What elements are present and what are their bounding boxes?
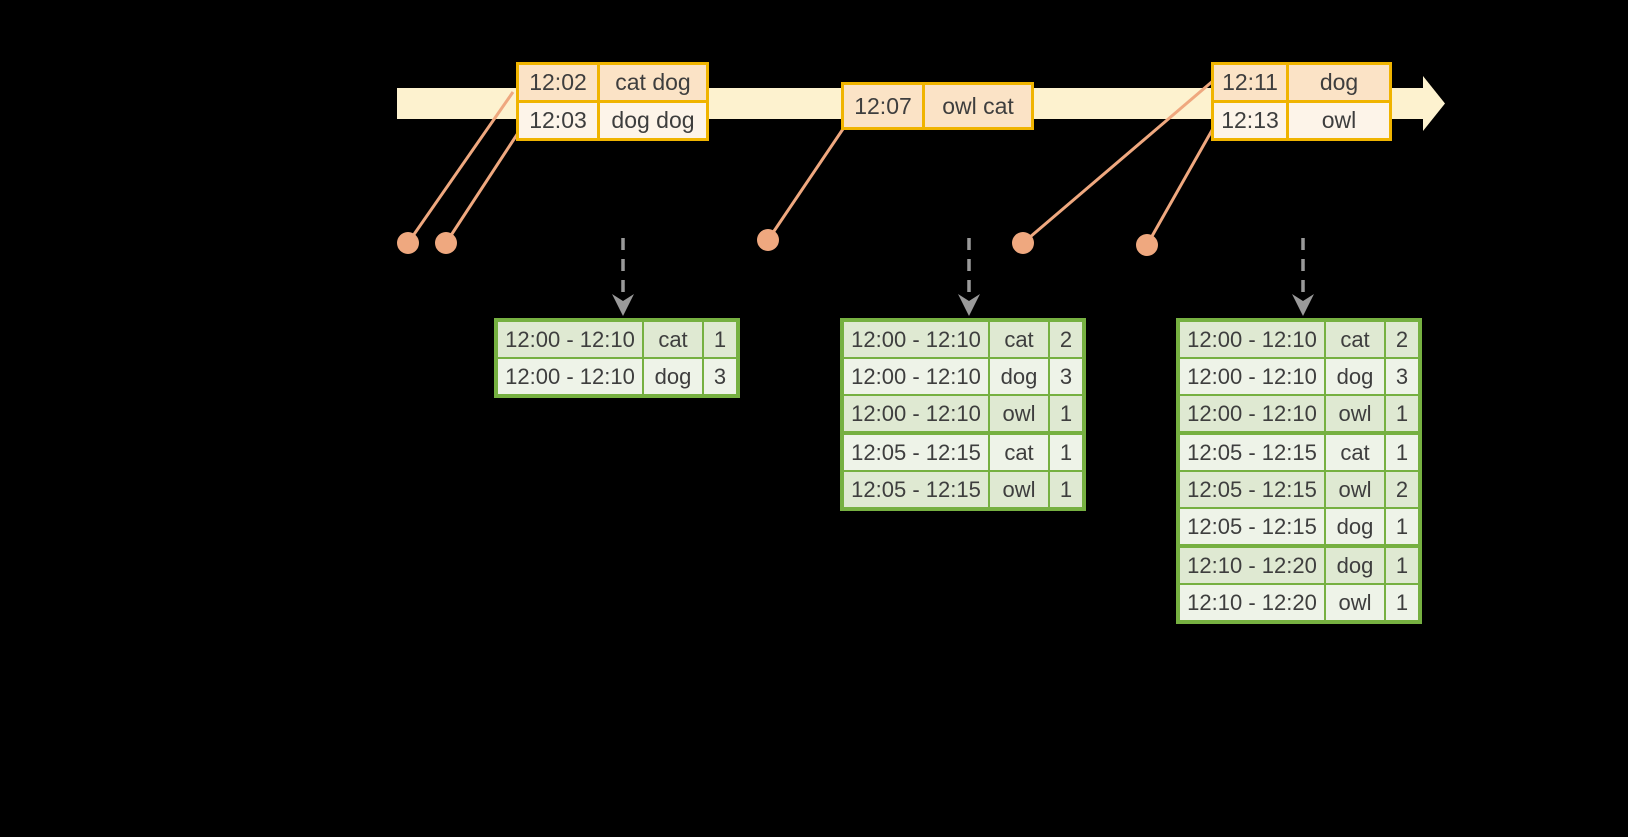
result-window-cell: 12:05 - 12:15: [844, 435, 990, 470]
result-count-cell: 1: [1395, 401, 1409, 426]
timeline-arrow-icon: [1423, 76, 1445, 131]
result-word-cell: dog: [1326, 359, 1386, 394]
result-count-cell: 2: [1395, 477, 1409, 502]
trigger-arrow-1-icon: [612, 238, 634, 316]
result-count-cell: 2: [1395, 327, 1409, 352]
event-row: 12:02 cat dog: [519, 65, 706, 100]
result-word-cell: cat: [1326, 435, 1386, 470]
event-table-2: 12:07 owl cat: [841, 82, 1034, 130]
result-word-cell: owl: [1326, 472, 1386, 507]
trigger-arrow-2-icon: [958, 238, 980, 316]
event-time-cell: 12:11: [1214, 65, 1289, 100]
event-time-cell: 12:07: [844, 85, 925, 127]
event-words-cell: dog dog: [611, 107, 695, 133]
result-count-cell: 1: [1059, 477, 1073, 502]
event-dot-3: [757, 229, 779, 251]
result-window-cell: 12:00 - 12:10: [844, 322, 990, 357]
event-row: 12:03 dog dog: [519, 100, 706, 138]
event-dot-5: [1136, 234, 1158, 256]
result-word-cell: owl: [990, 472, 1050, 507]
event-dot-4: [1012, 232, 1034, 254]
event-words-cell: owl cat: [942, 93, 1014, 119]
event-time-cell: 12:03: [519, 103, 600, 138]
result-count-cell: 1: [1395, 514, 1409, 539]
result-window-cell: 12:10 - 12:20: [1180, 548, 1326, 583]
connector-line-2: [444, 132, 520, 244]
event-time-cell: 12:02: [519, 65, 600, 100]
result-count-cell: 3: [1395, 364, 1409, 389]
result-window-cell: 12:00 - 12:10: [498, 359, 644, 394]
connector-line-1: [406, 91, 515, 244]
result-word-cell: cat: [990, 322, 1050, 357]
result-count-cell: 1: [1395, 590, 1409, 615]
result-window-cell: 12:00 - 12:10: [1180, 396, 1326, 431]
result-window-cell: 12:05 - 12:15: [1180, 472, 1326, 507]
event-row: 12:07 owl cat: [844, 85, 1031, 127]
result-window-cell: 12:05 - 12:15: [1180, 509, 1326, 544]
event-row: 12:13 owl: [1214, 100, 1389, 138]
result-count-cell: 1: [1395, 440, 1409, 465]
event-table-1: 12:02 cat dog 12:03 dog dog: [516, 62, 709, 141]
result-count-cell: 1: [713, 327, 727, 352]
trigger-arrow-3-icon: [1292, 238, 1314, 316]
connector-line-4: [1022, 78, 1215, 245]
result-window-cell: 12:00 - 12:10: [844, 396, 990, 431]
result-count-cell: 3: [1059, 364, 1073, 389]
result-window-cell: 12:05 - 12:15: [1180, 435, 1326, 470]
result-window-cell: 12:00 - 12:10: [1180, 322, 1326, 357]
event-time-cell: 12:13: [1214, 103, 1289, 138]
event-words-cell: owl: [1321, 107, 1357, 133]
result-word-cell: owl: [1326, 396, 1386, 431]
event-dot-1: [397, 232, 419, 254]
result-word-cell: cat: [1326, 322, 1386, 357]
result-word-cell: dog: [644, 359, 704, 394]
event-words-cell: cat dog: [615, 69, 691, 95]
result-window-cell: 12:00 - 12:10: [844, 359, 990, 394]
result-word-cell: dog: [990, 359, 1050, 394]
result-count-cell: 1: [1059, 401, 1073, 426]
result-window-cell: 12:05 - 12:15: [844, 472, 990, 507]
result-word-cell: dog: [1326, 509, 1386, 544]
result-window-cell: 12:00 - 12:10: [1180, 359, 1326, 394]
result-count-cell: 1: [1395, 553, 1409, 578]
result-word-cell: cat: [644, 322, 704, 357]
result-window-cell: 12:10 - 12:20: [1180, 585, 1326, 620]
event-row: 12:11 dog: [1214, 65, 1389, 100]
connector-line-5: [1145, 124, 1217, 246]
connector-line-3: [766, 125, 847, 241]
result-word-cell: cat: [990, 435, 1050, 470]
event-dot-2: [435, 232, 457, 254]
result-count-cell: 2: [1059, 327, 1073, 352]
event-words-cell: dog: [1319, 69, 1359, 95]
result-word-cell: owl: [990, 396, 1050, 431]
result-window-cell: 12:00 - 12:10: [498, 322, 644, 357]
event-table-3: 12:11 dog 12:13 owl: [1211, 62, 1392, 141]
result-word-cell: owl: [1326, 585, 1386, 620]
result-count-cell: 3: [713, 364, 727, 389]
result-word-cell: dog: [1326, 548, 1386, 583]
result-count-cell: 1: [1059, 440, 1073, 465]
